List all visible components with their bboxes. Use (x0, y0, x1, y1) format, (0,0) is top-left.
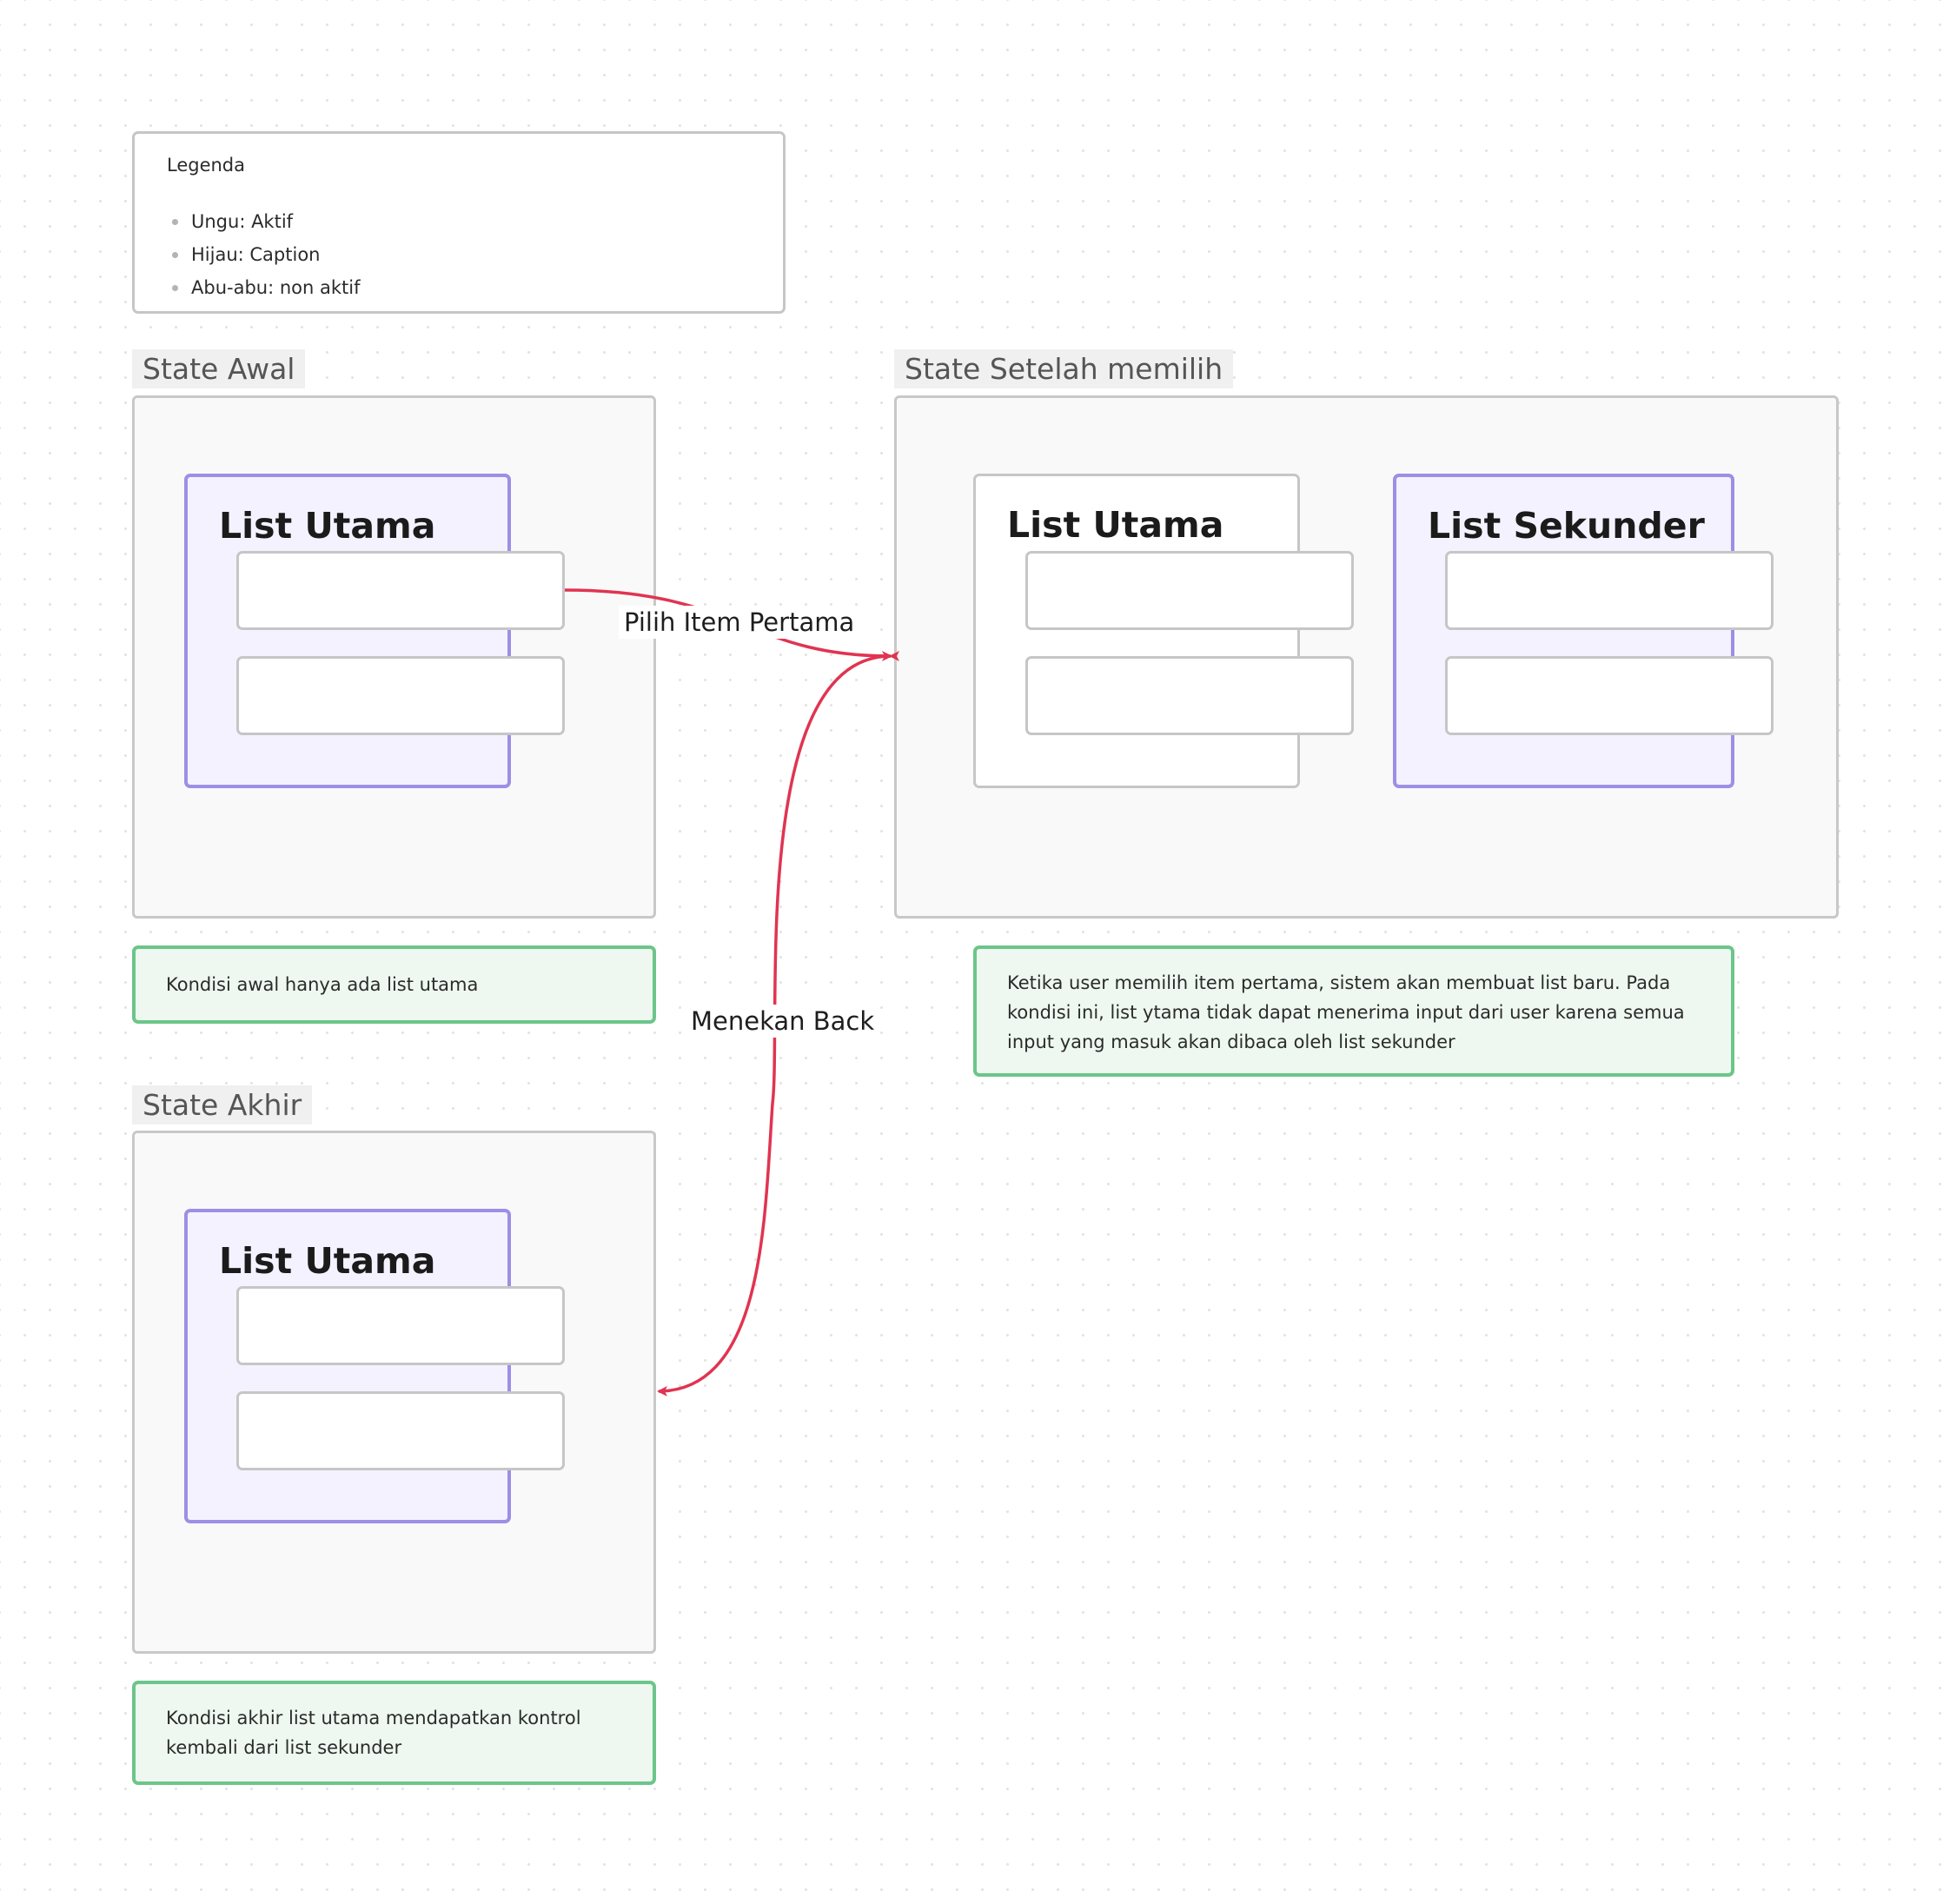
caption-line-2: kembali dari list sekunder (166, 1737, 402, 1758)
list-title: List Utama (219, 505, 436, 547)
list-title: List Utama (1007, 504, 1224, 546)
state-awal-title: State Awal (132, 349, 306, 388)
legend-card: Legenda Ungu: Aktif Hijau: Caption Abu-a… (132, 131, 786, 314)
list-title: List Utama (219, 1240, 436, 1282)
legend-list: Ungu: Aktif Hijau: Caption Abu-abu: non … (171, 205, 360, 304)
legend-item-caption: Hijau: Caption (171, 238, 360, 271)
state-awal-caption: Kondisi awal hanya ada list utama (132, 945, 656, 1024)
legend-item-aktif: Ungu: Aktif (171, 205, 360, 238)
edge-label-pilih: Pilih Item Pertama (619, 606, 860, 639)
state-setelah-utama-item-1[interactable] (1025, 551, 1354, 630)
caption-line-2: kondisi ini, list ytama tidak dapat mene… (1007, 1002, 1685, 1023)
state-akhir-list-utama[interactable]: List Utama (184, 1209, 511, 1523)
list-title: List Sekunder (1428, 505, 1705, 547)
state-akhir-caption: Kondisi akhir list utama mendapatkan kon… (132, 1681, 656, 1785)
state-setelah-caption: Ketika user memilih item pertama, sistem… (973, 945, 1734, 1077)
state-akhir-item-2[interactable] (236, 1391, 565, 1470)
caption-text: Ketika user memilih item pertama, sistem… (1007, 968, 1685, 1057)
caption-text: Kondisi akhir list utama mendapatkan kon… (166, 1703, 581, 1762)
caption-line-1: Kondisi akhir list utama mendapatkan kon… (166, 1708, 581, 1728)
caption-line-3: input yang masuk akan dibaca oleh list s… (1007, 1032, 1455, 1052)
edge-menekan-back (657, 650, 900, 1396)
state-setelah-sekunder-item-2[interactable] (1445, 656, 1774, 735)
state-setelah-title: State Setelah memilih (894, 349, 1234, 388)
state-awal-item-2[interactable] (236, 656, 565, 735)
state-akhir-title: State Akhir (132, 1085, 313, 1124)
state-setelah-utama-item-2[interactable] (1025, 656, 1354, 735)
caption-line-1: Ketika user memilih item pertama, sistem… (1007, 972, 1671, 993)
state-awal-item-1[interactable] (236, 551, 565, 630)
state-akhir-item-1[interactable] (236, 1286, 565, 1365)
state-awal-list-utama[interactable]: List Utama (184, 474, 511, 788)
state-setelah-sekunder-item-1[interactable] (1445, 551, 1774, 630)
caption-text: Kondisi awal hanya ada list utama (166, 974, 479, 995)
legend-item-nonaktif: Abu-abu: non aktif (171, 271, 360, 304)
state-setelah-list-sekunder[interactable]: List Sekunder (1393, 474, 1734, 788)
state-setelah-list-utama[interactable]: List Utama (973, 474, 1300, 788)
legend-title: Legenda (167, 155, 246, 176)
edge-label-back: Menekan Back (686, 1005, 880, 1038)
